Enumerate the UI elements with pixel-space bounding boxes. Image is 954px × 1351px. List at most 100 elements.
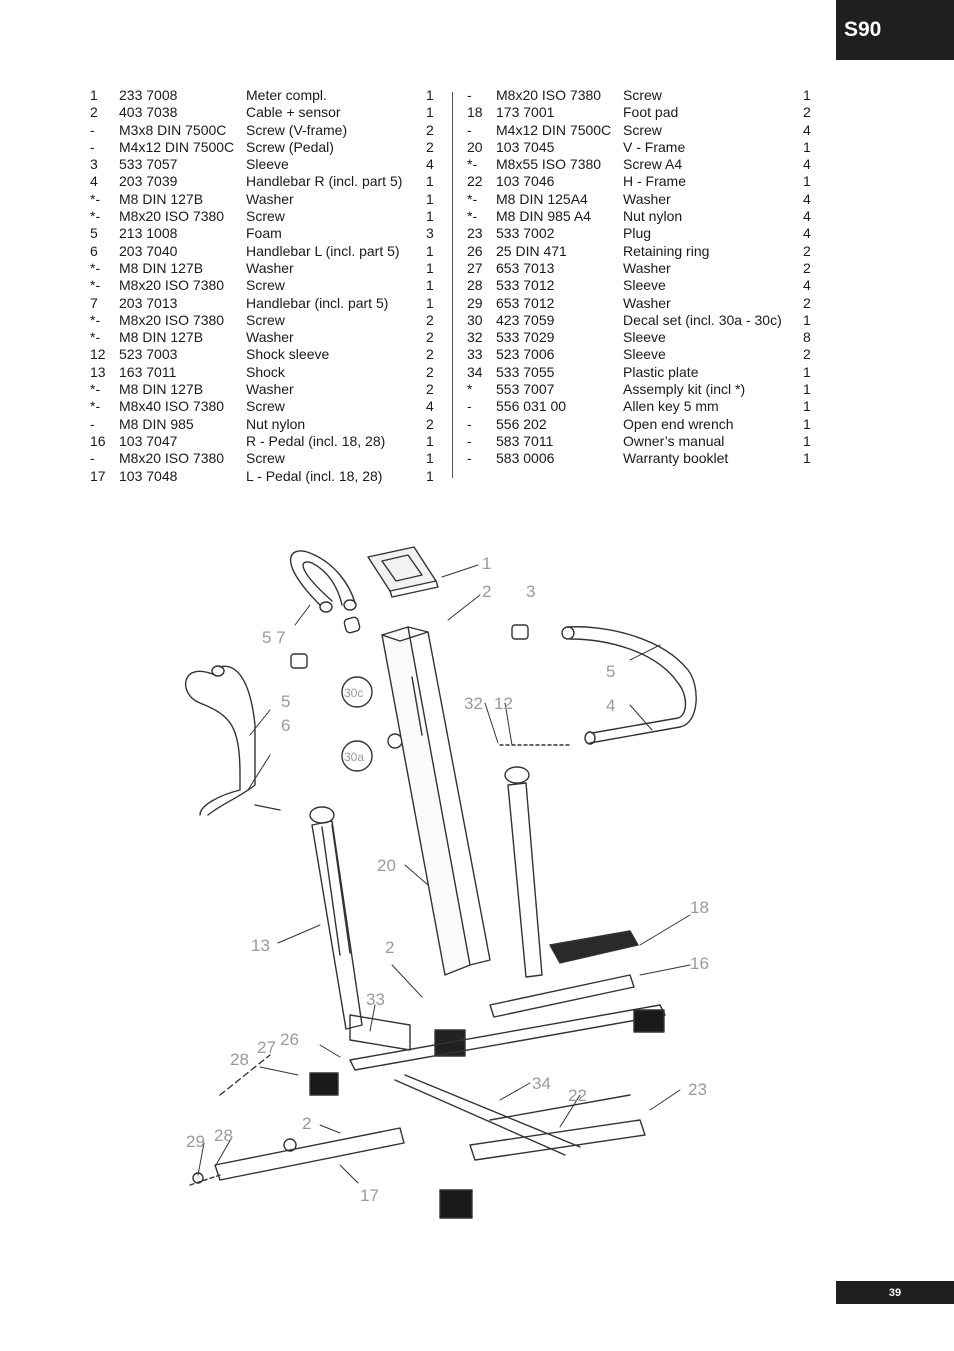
quantity: 2 [803, 346, 811, 363]
item-number: - [467, 398, 472, 415]
description: Plastic plate [623, 363, 699, 380]
item-number: *- [90, 277, 101, 294]
item-number: 5 [90, 225, 98, 242]
part-number: M8 DIN 127B [119, 259, 204, 276]
quantity: 1 [426, 294, 434, 311]
callout-27: 27 [257, 1038, 276, 1057]
description: Washer [623, 294, 671, 311]
item-number: 20 [467, 138, 483, 155]
part-number: 25 DIN 471 [496, 242, 567, 259]
handlebar-6-part [184, 665, 281, 816]
quantity: 2 [426, 415, 434, 432]
quantity: 1 [426, 242, 434, 259]
callout-28-upper: 28 [230, 1050, 249, 1069]
item-number: - [467, 415, 472, 432]
description: Sleeve [623, 329, 666, 346]
exploded-assembly-diagram: 1 2 3 5 7 5 4 5 6 30c 30a 32 12 20 13 18… [184, 546, 709, 1219]
quantity: 2 [426, 346, 434, 363]
quantity: 1 [426, 190, 434, 207]
item-number: - [90, 121, 95, 138]
part-number: M3x8 DIN 7500C [119, 121, 227, 138]
handlebar-7-part [289, 550, 361, 669]
quantity: 1 [803, 381, 811, 398]
shock-right-part [499, 744, 571, 978]
part-number: 103 7046 [496, 173, 555, 190]
part-number: M8 DIN 127B [119, 381, 204, 398]
callout-1: 1 [482, 554, 491, 573]
item-number: - [90, 450, 95, 467]
part-number: M4x12 DIN 7500C [119, 138, 235, 155]
part-number: 103 7048 [119, 467, 178, 484]
callout-23: 23 [688, 1080, 707, 1099]
quantity: 1 [426, 432, 434, 449]
part-number: 533 7055 [496, 363, 555, 380]
part-number: M8x20 ISO 7380 [119, 208, 225, 225]
item-number: *- [90, 311, 101, 328]
model-name: S90 [844, 18, 882, 41]
column-divider [452, 92, 453, 478]
item-number: *- [467, 190, 478, 207]
quantity: 1 [426, 87, 434, 103]
description: Foot pad [623, 104, 679, 121]
quantity: 1 [803, 398, 811, 415]
quantity: 4 [426, 156, 434, 173]
description: Foam [246, 225, 282, 242]
callout-4: 4 [606, 696, 615, 715]
description: Screw [623, 87, 662, 103]
item-number: 6 [90, 242, 98, 259]
part-number: 533 7002 [496, 225, 555, 242]
quantity: 4 [803, 225, 811, 242]
part-number: 556 031 00 [496, 398, 567, 415]
quantity: 2 [803, 294, 811, 311]
description: Meter compl. [246, 87, 327, 103]
description: Sleeve [623, 277, 666, 294]
item-number: 12 [90, 346, 106, 363]
item-number: - [467, 432, 472, 449]
part-number: M8 DIN 127B [119, 190, 204, 207]
callout-2-pedal: 2 [302, 1114, 311, 1133]
callout-20: 20 [377, 856, 396, 875]
item-number: 22 [467, 173, 483, 190]
callout-2: 2 [482, 582, 491, 601]
part-number: M8x20 ISO 7380 [119, 277, 225, 294]
description: Screw [246, 208, 285, 225]
callout-29: 29 [186, 1132, 205, 1151]
part-number: M8x20 ISO 7380 [119, 450, 225, 467]
part-number: 533 7029 [496, 329, 555, 346]
part-number: M8x20 ISO 7380 [119, 311, 225, 328]
quantity: 1 [426, 450, 434, 467]
item-number: - [467, 87, 472, 103]
item-number: - [90, 138, 95, 155]
description: L - Pedal (incl. 18, 28) [246, 467, 383, 484]
quantity: 3 [426, 225, 434, 242]
part-number: 533 7057 [119, 156, 178, 173]
description: Handlebar L (incl. part 5) [246, 242, 400, 259]
description: Screw [623, 121, 662, 138]
item-number: 28 [467, 277, 483, 294]
item-number: 16 [90, 432, 106, 449]
v-frame-part [381, 626, 491, 1057]
description: Handlebar (incl. part 5) [246, 294, 389, 311]
quantity: 2 [426, 121, 434, 138]
part-number: 203 7013 [119, 294, 178, 311]
item-number: 7 [90, 294, 98, 311]
item-number: 3 [90, 156, 98, 173]
part-number: M8 DIN 127B [119, 329, 204, 346]
quantity: 1 [426, 259, 434, 276]
quantity: 4 [803, 190, 811, 207]
quantity: 4 [803, 156, 811, 173]
description: Retaining ring [623, 242, 710, 259]
description: Washer [246, 190, 294, 207]
part-number: 423 7059 [496, 311, 555, 328]
shock-left-part [309, 806, 363, 1030]
description: Screw [246, 311, 285, 328]
part-number: M8x20 ISO 7380 [496, 87, 602, 103]
description: H - Frame [623, 173, 686, 190]
item-number: - [467, 121, 472, 138]
callout-32: 32 [464, 694, 483, 713]
description: Screw [246, 450, 285, 467]
handlebar-4-part [511, 624, 697, 745]
item-number: - [467, 450, 472, 467]
quantity: 1 [426, 208, 434, 225]
callout-5-7: 5 7 [262, 628, 286, 647]
